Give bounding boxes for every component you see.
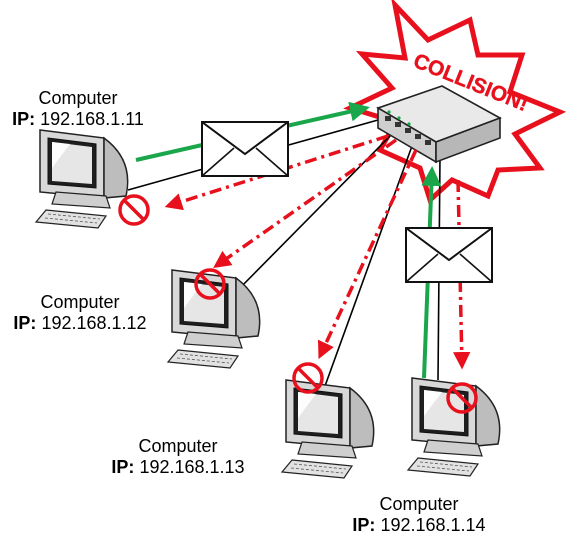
ip-line: IP: 192.168.1.12 [0, 313, 160, 334]
computer-name: Computer [138, 436, 218, 456]
computer-3 [281, 362, 375, 479]
link-line-2 [231, 133, 393, 297]
link-line-3 [324, 145, 413, 387]
computer-name: Computer [40, 292, 120, 312]
desktop-computer-icon [281, 379, 375, 479]
ip-address: 192.168.1.14 [380, 515, 486, 535]
no-entry-icon [118, 194, 150, 226]
computer-1 [35, 129, 150, 229]
ip-key: IP: [13, 313, 37, 333]
envelope-icon [405, 227, 493, 283]
network-hub-icon [376, 85, 502, 164]
blocked-arrow-computer-1 [164, 134, 389, 211]
ip-line: IP: 192.168.1.14 [336, 515, 502, 536]
ip-address: 192.168.1.12 [41, 313, 147, 333]
blocked-arrow-computer-3 [317, 149, 418, 360]
ip-key: IP: [111, 457, 135, 477]
desktop-computer-icon [407, 377, 501, 477]
envelope-icon [201, 121, 289, 177]
computer-label-4: Computer IP: 192.168.1.14 [336, 494, 502, 536]
ip-key: IP: [352, 515, 376, 535]
computer-2 [167, 268, 261, 369]
computer-label-2: Computer IP: 192.168.1.12 [0, 292, 160, 334]
desktop-computer-icon [167, 269, 261, 369]
computer-name: Computer [38, 88, 118, 108]
ip-line: IP: 192.168.1.11 [0, 109, 156, 130]
computer-name: Computer [379, 494, 459, 514]
computer-label-3: Computer IP: 192.168.1.13 [96, 436, 260, 478]
desktop-computer-icon [35, 129, 129, 229]
computer-label-1: Computer IP: 192.168.1.11 [0, 88, 156, 130]
ip-address: 192.168.1.11 [40, 109, 144, 129]
blocked-arrow-computer-2 [213, 138, 398, 269]
ip-key: IP: [12, 109, 36, 129]
computer-4 [407, 377, 501, 477]
ip-line: IP: 192.168.1.13 [96, 457, 260, 478]
ip-address: 192.168.1.13 [139, 457, 245, 477]
